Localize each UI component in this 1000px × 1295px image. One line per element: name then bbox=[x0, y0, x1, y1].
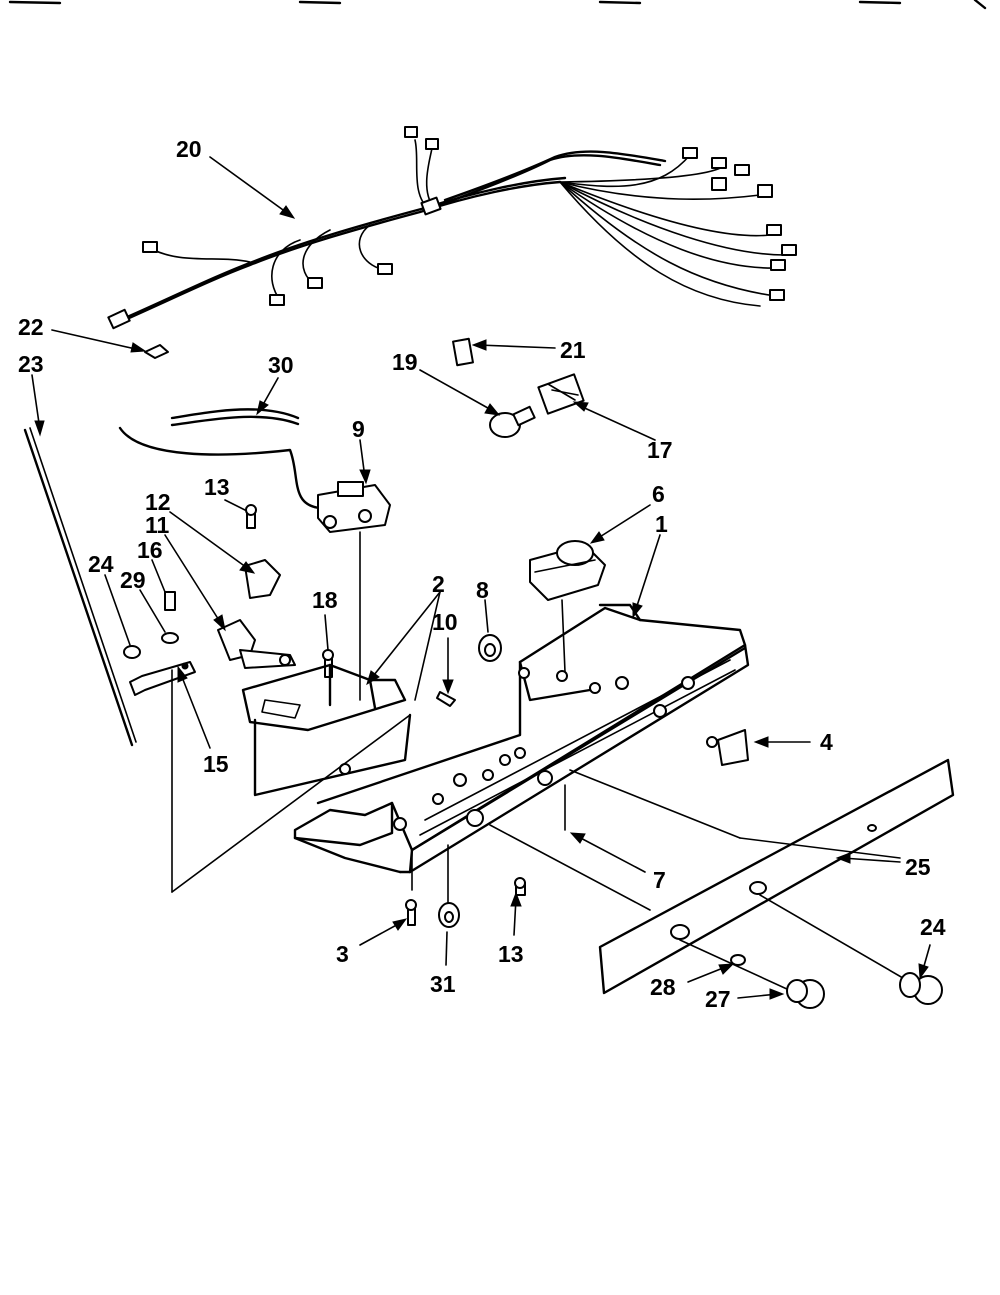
label-part-25: 25 bbox=[905, 854, 931, 880]
small-screws-part bbox=[322, 634, 502, 707]
trim-strip-part bbox=[598, 758, 955, 995]
label-part-3: 3 bbox=[336, 941, 349, 967]
label-part-7: 7 bbox=[653, 867, 666, 893]
label-part-24-right: 24 bbox=[920, 914, 946, 940]
label-part-19: 19 bbox=[392, 349, 418, 375]
bracket-part bbox=[244, 504, 281, 599]
thermostat-part bbox=[317, 481, 391, 701]
label-part-8: 8 bbox=[476, 577, 489, 603]
scan-edge-marks bbox=[8, 0, 987, 10]
rod-part bbox=[23, 427, 137, 747]
label-part-29: 29 bbox=[120, 567, 146, 593]
control-part bbox=[529, 540, 606, 673]
label-part-28: 28 bbox=[650, 974, 676, 1000]
label-part-2: 2 bbox=[432, 571, 445, 597]
label-part-22: 22 bbox=[18, 314, 44, 340]
callout-arrows bbox=[31, 156, 931, 1000]
label-part-1: 1 bbox=[655, 511, 668, 537]
label-part-30: 30 bbox=[268, 352, 294, 378]
tube-part bbox=[118, 408, 322, 510]
switch-part bbox=[123, 591, 296, 669]
label-part-13-top: 13 bbox=[204, 474, 230, 500]
label-part-15: 15 bbox=[203, 751, 229, 777]
label-part-4: 4 bbox=[820, 729, 833, 755]
alignment-lines bbox=[171, 669, 916, 996]
label-part-18: 18 bbox=[312, 587, 338, 613]
socket-part bbox=[537, 373, 585, 415]
control-housing-part bbox=[293, 603, 750, 874]
wire-harness-part bbox=[107, 126, 797, 330]
label-part-12: 12 bbox=[145, 489, 171, 515]
label-part-24-left: 24 bbox=[88, 551, 114, 577]
label-part-10: 10 bbox=[432, 609, 458, 635]
label-part-20: 20 bbox=[176, 136, 202, 162]
small-bracket-part bbox=[706, 729, 749, 766]
clip-part bbox=[144, 344, 169, 359]
label-part-17: 17 bbox=[647, 437, 673, 463]
main-bracket-part bbox=[241, 663, 412, 797]
label-part-13-bottom: 13 bbox=[498, 941, 524, 967]
knob-parts bbox=[730, 954, 943, 1009]
small-clip-part bbox=[452, 337, 474, 367]
bulb-part bbox=[489, 405, 536, 438]
label-part-11: 11 bbox=[145, 512, 170, 538]
label-part-21: 21 bbox=[560, 337, 586, 363]
label-part-31: 31 bbox=[430, 971, 456, 997]
label-part-16: 16 bbox=[137, 537, 163, 563]
bottom-fasteners-part bbox=[405, 877, 526, 928]
label-part-9: 9 bbox=[352, 416, 365, 442]
label-part-23: 23 bbox=[18, 351, 44, 377]
label-part-6: 6 bbox=[652, 481, 665, 507]
label-part-27: 27 bbox=[705, 986, 731, 1012]
part-number-labels: 20 22 23 21 19 30 17 9 6 1 13 12 11 16 2… bbox=[18, 136, 946, 1012]
